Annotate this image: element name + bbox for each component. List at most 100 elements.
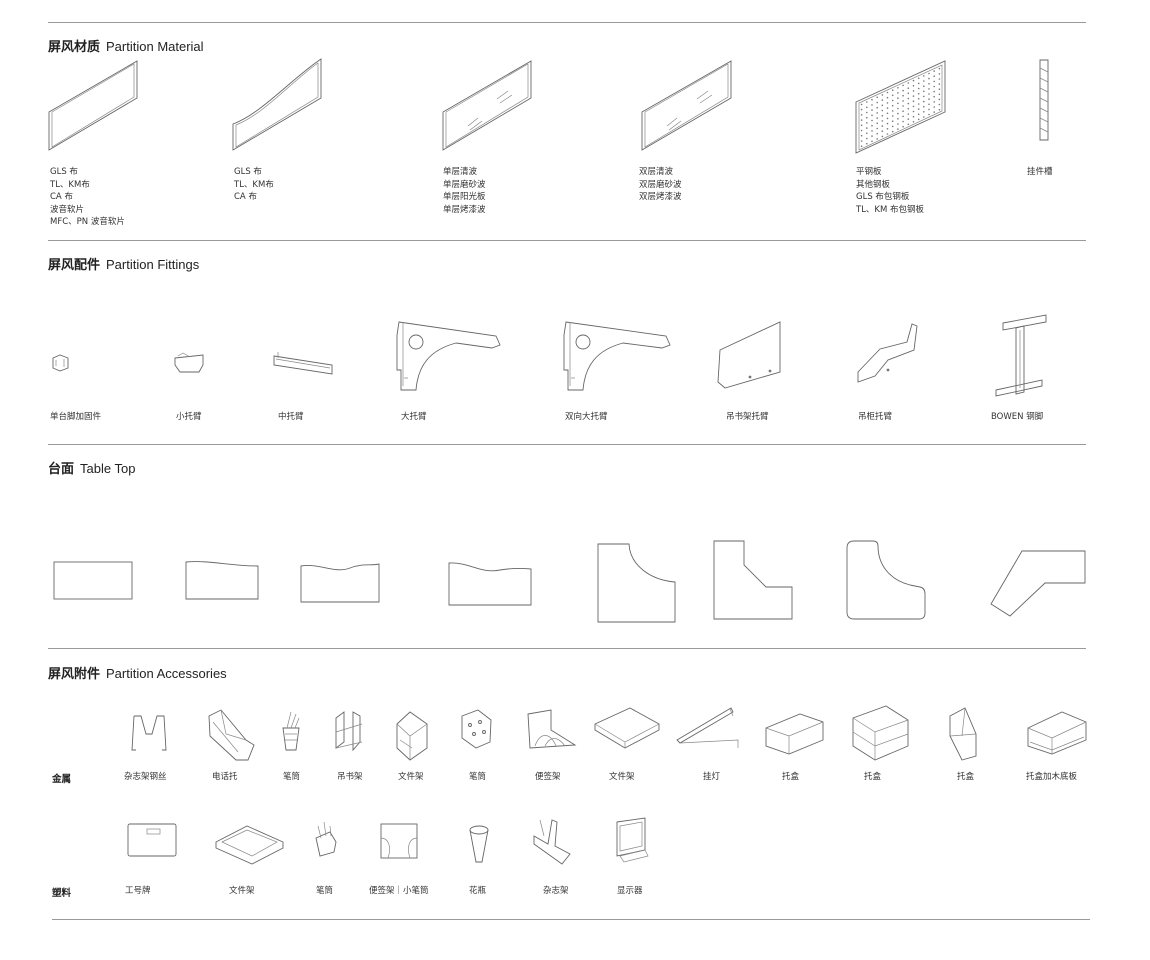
perforation-dot xyxy=(881,135,884,138)
perforation-dot xyxy=(917,77,920,80)
material-label: 平钢板 其他钢板 GLS 布包钢板 TL、KM 布包钢板 xyxy=(856,166,924,216)
material-line: CA 布 xyxy=(234,192,257,202)
perforation-dot xyxy=(866,106,868,109)
perforation-dot xyxy=(933,70,935,72)
perforation-dot xyxy=(866,132,868,135)
accessory-label: 托盒 xyxy=(782,772,800,782)
perforation-dot xyxy=(907,123,910,126)
material-label: GLS 布 TL、KM布 CA 布 xyxy=(234,166,274,204)
perforation-dot xyxy=(933,85,935,88)
memo-rack-drawing xyxy=(527,709,577,749)
name-badge-drawing xyxy=(127,823,177,857)
perforation-dot xyxy=(897,87,899,89)
perforation-dot xyxy=(902,94,904,97)
material-line: 其他钢板 xyxy=(856,179,891,190)
perforation-dot xyxy=(860,145,863,147)
perforation-dot xyxy=(891,89,894,91)
accessory-label: 文件架 xyxy=(398,772,424,782)
tray-box-wood-drawing xyxy=(1027,711,1087,755)
tray-box-1-drawing xyxy=(765,713,824,755)
accessory-label: 电话托 xyxy=(212,772,238,782)
hanging-slot-drawing xyxy=(1039,59,1049,141)
accessory-label: 杂志架钢丝 xyxy=(124,772,167,782)
double-glass-panel-drawing xyxy=(641,60,732,151)
perforation-dot xyxy=(907,82,910,84)
perforation-dot xyxy=(928,72,930,75)
perforation-dot xyxy=(876,132,878,135)
perforation-dot xyxy=(938,103,941,106)
perforation-dot xyxy=(912,90,915,92)
perforation-dot xyxy=(933,90,935,93)
fitting-label: 吊书架托臂 xyxy=(726,412,769,422)
perforation-dot xyxy=(860,119,863,121)
perforation-dot xyxy=(912,110,915,113)
perforation-dot xyxy=(860,124,863,127)
perforation-dot xyxy=(917,118,920,121)
curved-fabric-panel-drawing xyxy=(232,58,322,151)
perforation-dot xyxy=(933,80,935,83)
small-arm-drawing xyxy=(174,352,204,373)
perforation-dot xyxy=(860,129,863,132)
bowen-steel-leg-drawing xyxy=(995,314,1047,397)
medium-arm-drawing xyxy=(273,352,333,375)
section-title-cn: 台面 xyxy=(48,462,75,477)
perforation-dot xyxy=(917,108,920,110)
perforation-dot xyxy=(871,130,873,132)
pen-holder-plastic-drawing xyxy=(315,821,337,857)
angled-top-drawing xyxy=(990,550,1086,617)
l-shape-curved-top-drawing xyxy=(597,543,676,623)
file-rack-metal-drawing xyxy=(396,711,428,761)
perforation-dot xyxy=(891,125,894,128)
perforation-dot xyxy=(871,98,873,101)
perforation-dot xyxy=(886,122,889,125)
material-line: TL、KM布 xyxy=(50,179,90,190)
material-line: MFC、PN 波音软片 xyxy=(50,217,125,227)
material-label: 双层清波 双层磨砂波 双层烤漆波 xyxy=(639,166,682,204)
perforation-dot xyxy=(860,140,863,142)
monitor-drawing xyxy=(616,817,649,863)
divider-tabletop-accessories xyxy=(48,648,1086,649)
perforation-dot xyxy=(923,105,925,108)
perforation-dot xyxy=(891,99,894,102)
perforation-dot xyxy=(876,127,878,130)
material-line: 单层烤漆波 xyxy=(443,204,486,215)
perforation-dot xyxy=(902,125,904,128)
perforation-dot xyxy=(902,115,904,118)
perforation-dot xyxy=(928,77,930,80)
section-title-en: Partition Fittings xyxy=(106,257,200,272)
perforation-dot xyxy=(866,127,868,129)
perforation-dot xyxy=(871,114,873,117)
perforation-dot xyxy=(886,133,889,135)
section-title-cn: 屏风材质 xyxy=(48,40,101,55)
fitting-label: 小托臂 xyxy=(176,412,202,422)
fitting-label: 中托臂 xyxy=(278,412,304,422)
material-line: 波音软片 xyxy=(50,204,85,215)
perforation-dot xyxy=(938,78,941,80)
perforation-dot xyxy=(886,117,889,120)
material-line: 单层阳光板 xyxy=(443,192,486,202)
perforation-dot xyxy=(917,87,920,90)
perforation-dot xyxy=(923,100,925,103)
perforation-dot xyxy=(897,102,899,105)
perforation-dot xyxy=(897,128,899,130)
fitting-label: 吊柜托臂 xyxy=(858,412,893,422)
magazine-wire-drawing xyxy=(131,715,167,751)
perforation-dot xyxy=(902,84,904,87)
material-line: 双层烤漆波 xyxy=(639,192,682,202)
perforation-dot xyxy=(876,117,878,119)
perforation-dot xyxy=(876,106,878,109)
perforation-dot xyxy=(912,115,915,118)
divider-fittings-tabletop xyxy=(48,444,1086,445)
perforated-steel-panel-drawing xyxy=(855,60,946,154)
material-line: 双层清波 xyxy=(639,167,674,177)
accessory-label: 吊书架 xyxy=(337,772,363,782)
perforation-dot xyxy=(902,89,904,92)
file-tray-plastic-drawing xyxy=(215,825,284,865)
perforation-dot xyxy=(891,110,894,112)
perforation-dot xyxy=(891,130,894,133)
perforation-dot xyxy=(938,73,941,75)
perforation-dot xyxy=(933,111,935,113)
accessory-label: 托盒 xyxy=(864,772,882,782)
